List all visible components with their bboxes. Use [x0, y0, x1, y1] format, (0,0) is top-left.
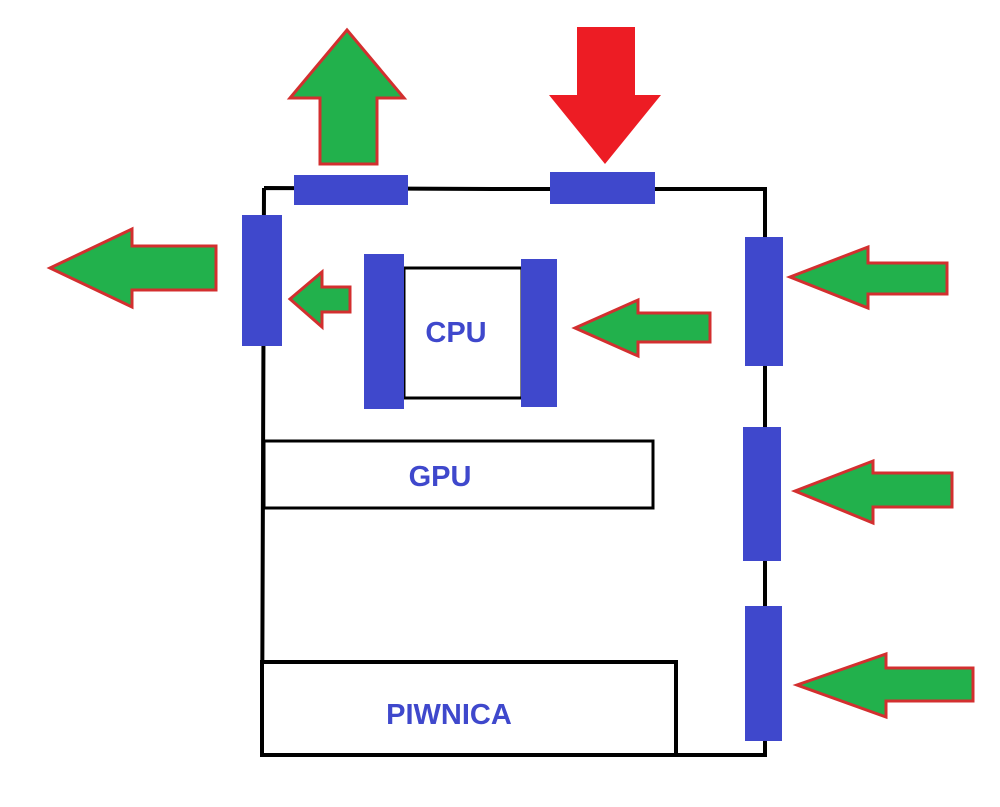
arrow-left-icon	[790, 458, 954, 526]
cpu-fan-left	[364, 254, 404, 409]
arrow-left-icon	[287, 268, 352, 331]
gpu-block	[262, 439, 655, 510]
gpu-label: GPU	[409, 461, 472, 493]
arrow-left-icon	[571, 297, 712, 359]
arrow-up-icon	[286, 27, 408, 166]
arrow-left-icon	[785, 244, 949, 311]
arrow-left-icon	[792, 651, 975, 720]
fans	[242, 172, 783, 741]
rear-fan	[242, 215, 282, 346]
arrow-left-icon	[46, 226, 218, 310]
top-front-fan	[550, 172, 655, 204]
front-fan-middle	[743, 427, 781, 561]
basement-label: PIWNICA	[386, 699, 512, 731]
cpu-label: CPU	[425, 317, 486, 349]
front-fan-top	[745, 237, 783, 366]
cpu-fan-right	[521, 259, 557, 407]
basement-block	[260, 660, 678, 757]
top-rear-fan	[294, 175, 408, 205]
front-fan-bottom	[745, 606, 782, 741]
arrow-down-icon	[549, 27, 661, 164]
